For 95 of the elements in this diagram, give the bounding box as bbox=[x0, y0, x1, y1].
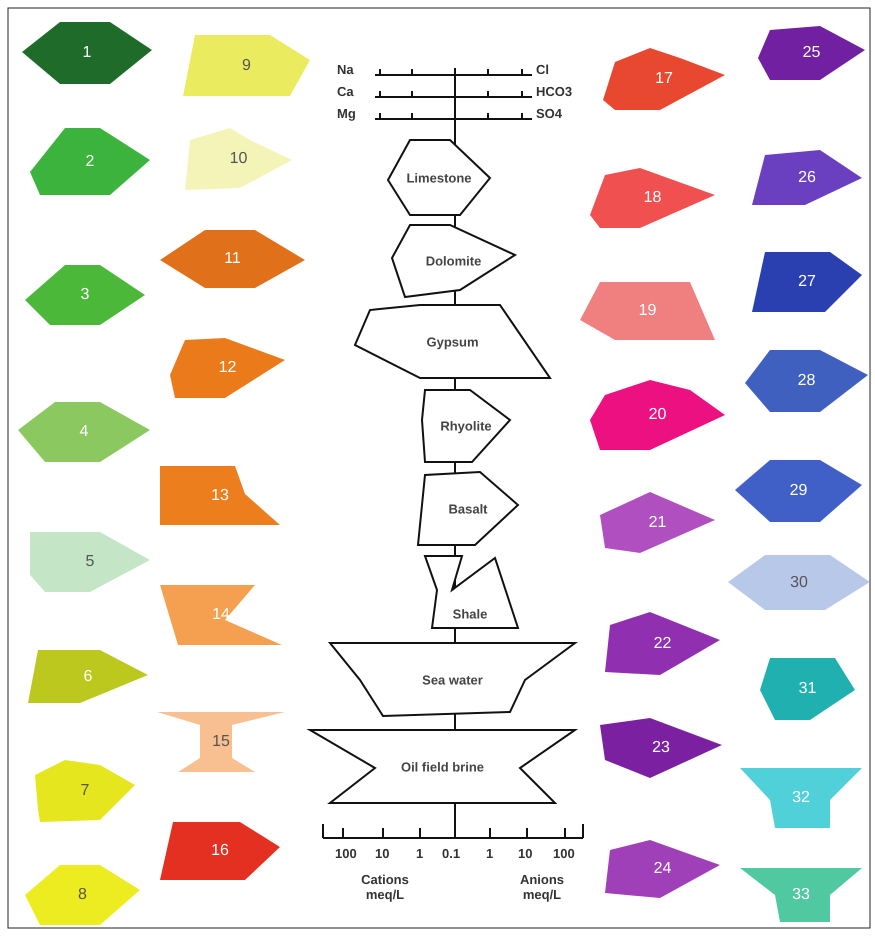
axis-title: Anions meq/L bbox=[518, 872, 566, 902]
stiff-pattern bbox=[740, 868, 862, 922]
stiff-pattern bbox=[160, 585, 282, 645]
stiff-pattern bbox=[600, 492, 715, 553]
ion-label: SO4 bbox=[536, 106, 562, 121]
pattern-number: 12 bbox=[218, 359, 236, 377]
stiff-diagram-polygon bbox=[392, 225, 515, 297]
stiff-diagram-polygon bbox=[330, 643, 575, 716]
pattern-number: 18 bbox=[644, 189, 662, 207]
pattern-number: 29 bbox=[790, 482, 808, 500]
stiff-pattern bbox=[185, 128, 292, 190]
stiff-pattern bbox=[740, 768, 862, 828]
stiff-pattern bbox=[30, 128, 150, 195]
stiff-pattern bbox=[605, 840, 720, 898]
pattern-number: 5 bbox=[86, 553, 94, 571]
stiff-pattern bbox=[160, 466, 280, 525]
rock-type-label: Gypsum bbox=[426, 334, 478, 349]
stiff-pattern bbox=[728, 555, 870, 610]
pattern-number: 25 bbox=[802, 44, 820, 62]
stiff-pattern bbox=[590, 380, 725, 450]
ion-label: Mg bbox=[337, 106, 356, 121]
tick-label: 10 bbox=[518, 846, 532, 861]
pattern-number: 30 bbox=[790, 574, 808, 592]
stiff-pattern bbox=[28, 650, 148, 703]
pattern-number: 22 bbox=[654, 634, 672, 652]
rock-type-label: Shale bbox=[452, 606, 488, 622]
stiff-pattern bbox=[30, 532, 150, 592]
stiff-pattern bbox=[25, 265, 145, 325]
ion-label: Na bbox=[337, 62, 354, 77]
stiff-diagram-polygon bbox=[418, 472, 518, 545]
stiff-diagram-polygon bbox=[425, 556, 518, 628]
stiff-pattern bbox=[160, 822, 280, 880]
stiff-pattern bbox=[603, 48, 725, 110]
tick-label: 100 bbox=[335, 846, 357, 861]
stiff-pattern bbox=[170, 338, 285, 398]
pattern-number: 6 bbox=[84, 668, 92, 686]
pattern-number: 31 bbox=[798, 680, 816, 698]
tick-label: 1 bbox=[416, 846, 424, 861]
pattern-number: 14 bbox=[212, 606, 230, 624]
pattern-number: 3 bbox=[80, 286, 90, 304]
tick-label: 1 bbox=[486, 846, 494, 861]
pattern-number: 23 bbox=[652, 739, 670, 757]
pattern-number: 13 bbox=[211, 486, 229, 504]
pattern-number: 8 bbox=[78, 886, 87, 904]
stiff-pattern bbox=[600, 718, 722, 778]
tick-label: 100 bbox=[553, 846, 575, 861]
axis-title: Cations meq/L bbox=[360, 872, 410, 902]
pattern-number: 33 bbox=[792, 886, 810, 904]
pattern-number: 9 bbox=[242, 56, 251, 74]
stiff-pattern bbox=[735, 460, 862, 522]
tick-label: 10 bbox=[375, 846, 390, 861]
pattern-number: 32 bbox=[792, 789, 810, 807]
stiff-pattern bbox=[35, 760, 135, 822]
pattern-number: 16 bbox=[211, 842, 229, 860]
tick-label: 0.1 bbox=[442, 846, 460, 861]
pattern-number: 4 bbox=[80, 423, 88, 441]
stiff-diagram-polygon bbox=[388, 140, 490, 215]
stiff-pattern bbox=[157, 712, 285, 772]
stiff-pattern bbox=[752, 150, 862, 205]
ion-label: Ca bbox=[337, 84, 354, 99]
pattern-number: 17 bbox=[655, 70, 673, 88]
stiff-pattern bbox=[760, 658, 855, 720]
pattern-number: 21 bbox=[648, 514, 666, 532]
pattern-number: 15 bbox=[212, 733, 230, 751]
stiff-diagram-polygon bbox=[422, 390, 510, 462]
stiff-pattern bbox=[752, 252, 862, 312]
stiff-pattern bbox=[605, 612, 720, 675]
pattern-number: 24 bbox=[654, 860, 672, 878]
pattern-number: 28 bbox=[798, 372, 816, 390]
stiff-pattern bbox=[18, 402, 150, 462]
pattern-number: 27 bbox=[798, 273, 816, 291]
pattern-number: 2 bbox=[86, 152, 94, 170]
ion-label: HCO3 bbox=[536, 84, 572, 99]
stiff-pattern bbox=[183, 35, 310, 96]
stiff-pattern bbox=[25, 865, 140, 925]
rock-type-label: Rhyolite bbox=[440, 418, 492, 434]
pattern-number: 19 bbox=[638, 302, 656, 320]
stiff-pattern bbox=[758, 26, 865, 80]
pattern-number: 11 bbox=[224, 250, 241, 268]
rock-type-label: Limestone bbox=[406, 170, 472, 185]
rock-type-label: Dolomite bbox=[426, 254, 482, 268]
stiff-pattern bbox=[580, 282, 715, 340]
pattern-number: 1 bbox=[82, 44, 92, 62]
stiff-pattern bbox=[745, 350, 868, 412]
stiff-pattern bbox=[22, 22, 152, 84]
pattern-number: 10 bbox=[230, 150, 248, 168]
ion-label: Cl bbox=[536, 62, 549, 77]
rock-type-label: Sea water bbox=[422, 672, 483, 687]
rock-type-label: Basalt bbox=[448, 501, 488, 516]
pattern-number: 26 bbox=[798, 168, 816, 186]
stiff-diagram-polygon bbox=[355, 305, 550, 378]
pattern-number: 7 bbox=[80, 782, 90, 800]
pattern-number: 20 bbox=[648, 406, 666, 424]
stiff-pattern bbox=[160, 230, 305, 288]
stiff-pattern bbox=[590, 168, 715, 228]
